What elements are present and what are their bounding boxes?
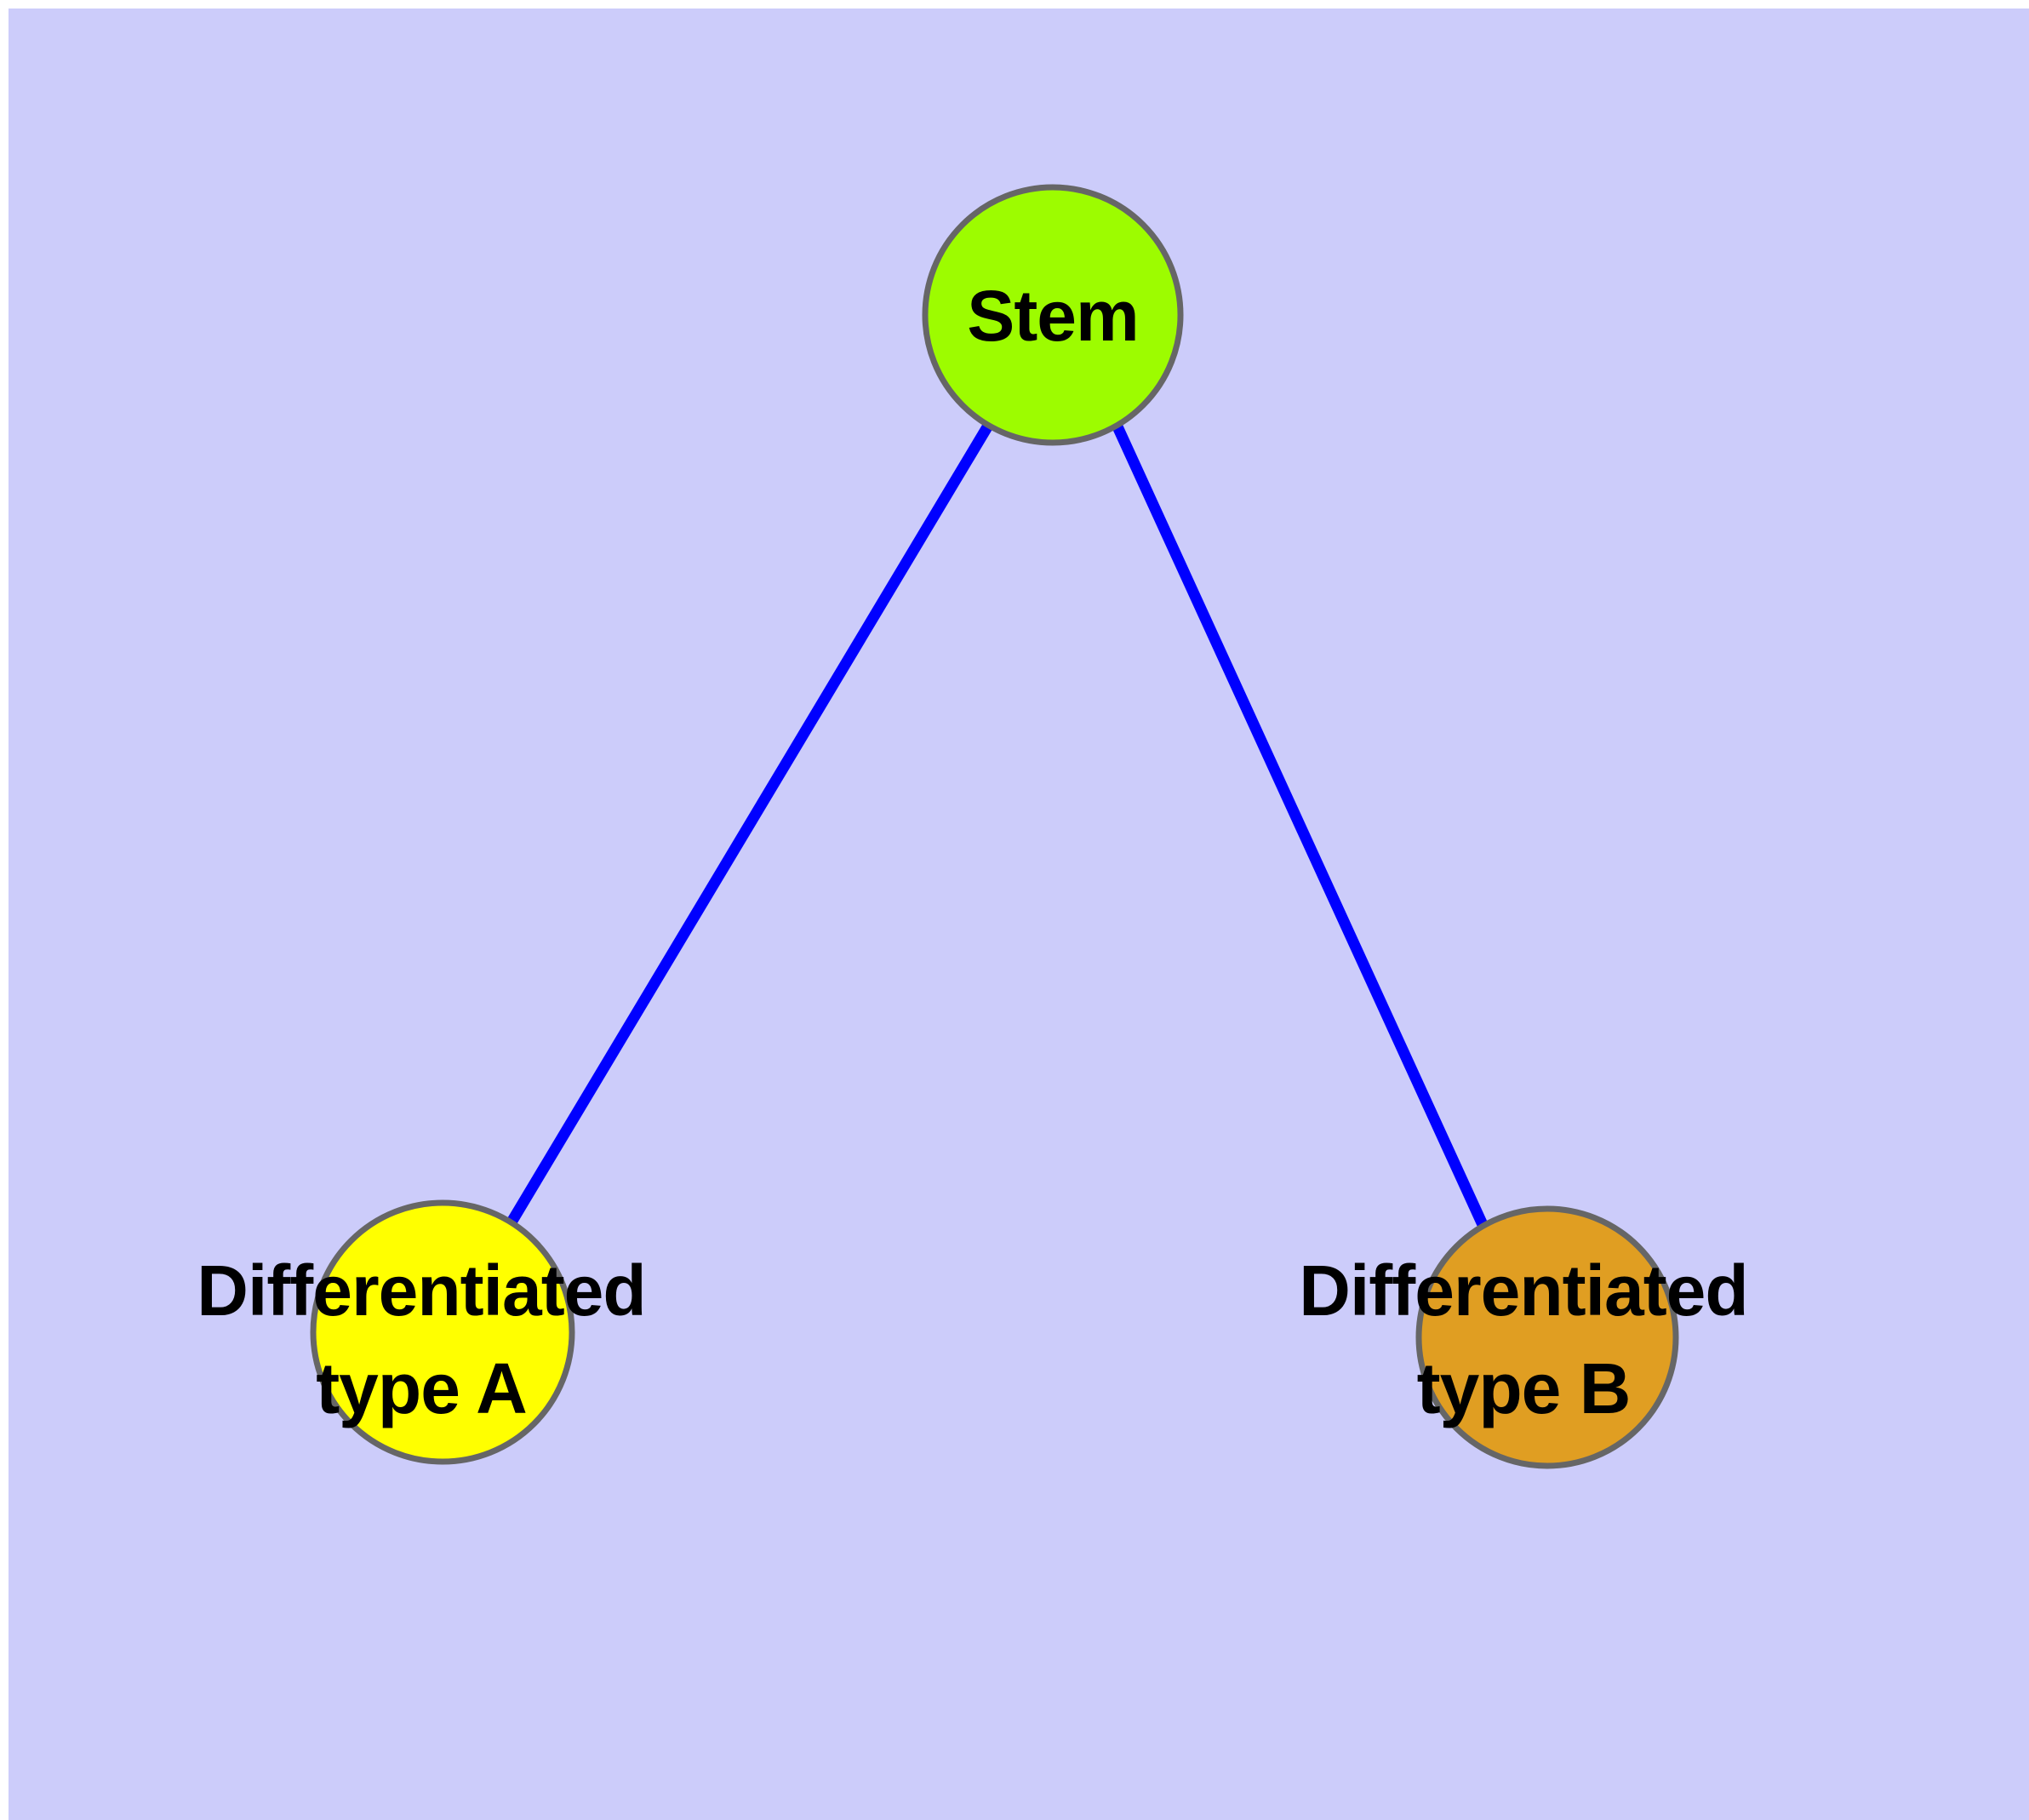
node-differentiated-type-a-label-line-1: Differentiated (197, 1251, 645, 1331)
node-differentiated-type-a-label-line-2: type A (316, 1348, 527, 1428)
node-differentiated-type-b[interactable] (1415, 1205, 1679, 1469)
node-layer (310, 184, 1679, 1469)
node-differentiated-type-b-label-line-1: Differentiated (1299, 1251, 1747, 1331)
node-stem-label: Stem (967, 276, 1138, 356)
node-stem[interactable] (922, 184, 1184, 446)
node-differentiated-type-a[interactable] (310, 1199, 575, 1465)
node-differentiated-type-b-label-line-2: type B (1417, 1348, 1631, 1428)
edge-stem-to-differentiated-type-a[interactable] (507, 422, 993, 1224)
edge-layer (507, 422, 1489, 1231)
edge-stem-to-differentiated-type-b[interactable] (1112, 422, 1489, 1231)
label-layer: Stem Differentiated type A Differentiate… (197, 276, 1748, 1428)
